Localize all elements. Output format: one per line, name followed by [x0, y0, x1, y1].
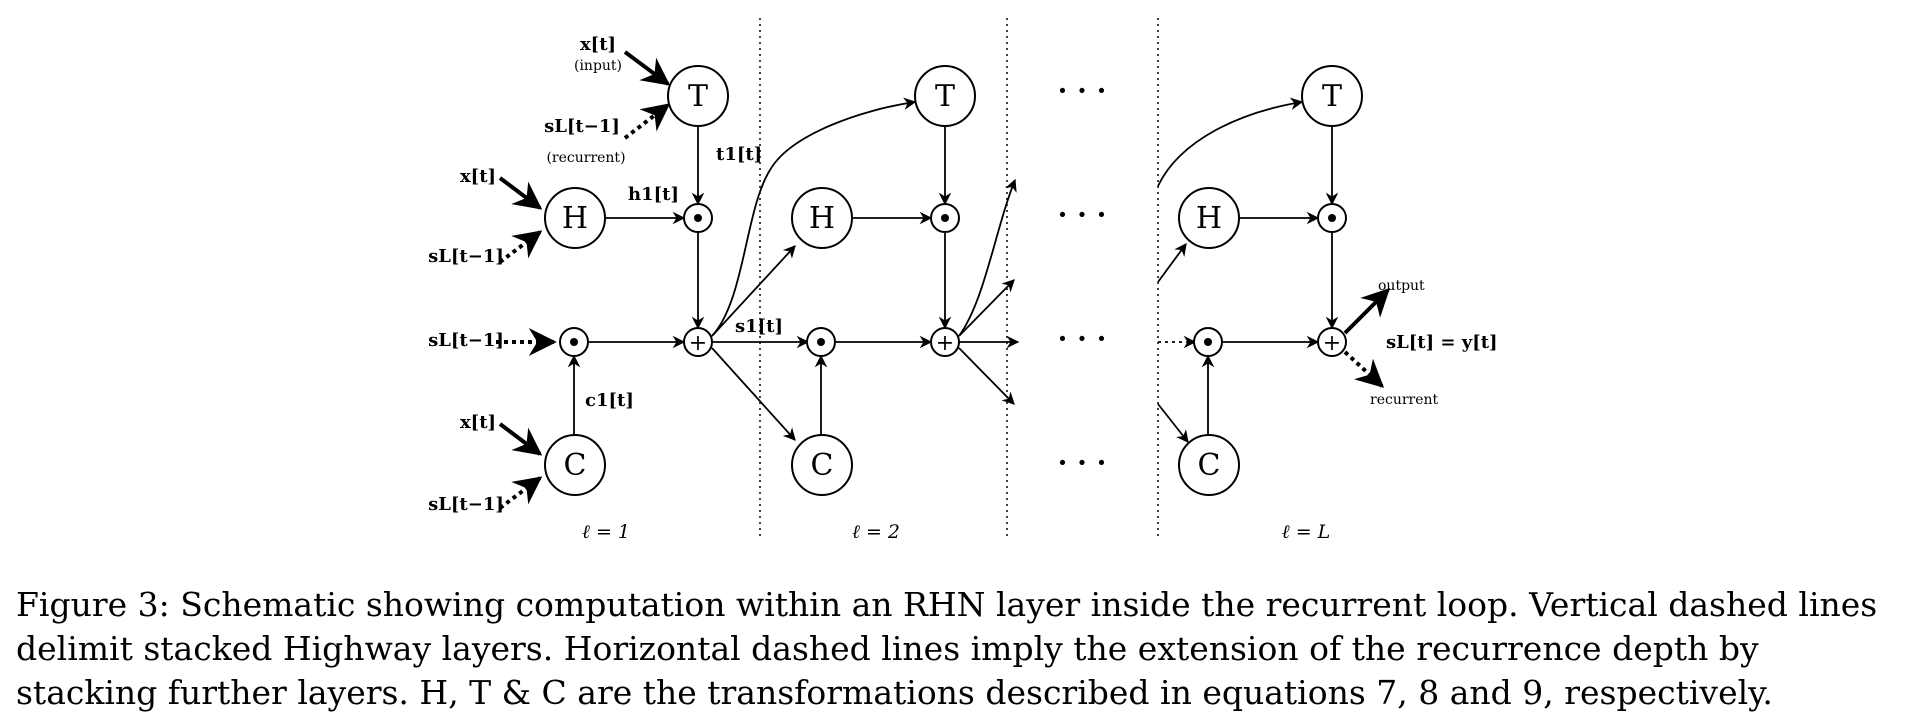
layer-labels: ℓ = 1 ℓ = 2 ℓ = L — [582, 521, 1330, 543]
layer-2 — [814, 126, 1020, 437]
edge-incoming-to-CL — [1157, 403, 1189, 443]
layer-label-L: ℓ = L — [1282, 521, 1331, 543]
label-x-input-H: x[t] — [460, 166, 496, 187]
ellipses: · · · · · · · · · · · · — [1058, 74, 1107, 479]
label-output: output — [1378, 278, 1425, 294]
hidden-node-2 — [791, 187, 853, 249]
edge-incoming-to-HL — [1157, 242, 1187, 283]
plus-node-2 — [930, 327, 960, 357]
plus-label-2: + — [936, 331, 954, 356]
edge-state-to-C2 — [711, 347, 796, 441]
mult-dot-carry-1 — [570, 338, 578, 346]
edge-state2-to-H — [958, 279, 1015, 337]
carry-gate-label-L: C — [1198, 448, 1221, 483]
label-x-input-C: x[t] — [460, 412, 496, 433]
recurrent-output-arrow — [1343, 350, 1385, 388]
labels-edges: t1[t] h1[t] c1[t] s1[t] — [585, 144, 783, 411]
edge-state2-to-C — [958, 347, 1015, 405]
plus-node-L — [1317, 327, 1347, 357]
label-s1: s1[t] — [735, 316, 783, 337]
nodes-layer-1: T H C + — [544, 65, 729, 496]
edge-state-to-H2 — [711, 245, 796, 337]
label-s-recurrent-T: sL[t−1] — [544, 116, 620, 137]
label-h1: h1[t] — [628, 184, 679, 205]
label-s-recurrent-carry: sL[t−1] — [428, 330, 504, 351]
carry-gate-node-1 — [544, 434, 606, 496]
label-final-state: sL[t] = y[t] — [1386, 332, 1498, 353]
hidden-node-1 — [544, 187, 606, 249]
edge-state2-to-T — [958, 178, 1017, 337]
label-recurrent-output: recurrent — [1370, 392, 1439, 408]
recurrent-arrow-s-to-C — [498, 476, 543, 510]
transform-gate-label-1: T — [688, 79, 708, 114]
label-input-note: (input) — [574, 58, 622, 74]
hidden-label-2: H — [809, 201, 835, 236]
carry-gate-label-2: C — [811, 448, 834, 483]
figure-caption: Figure 3: Schematic showing computation … — [16, 583, 1896, 715]
carry-gate-label-1: C — [564, 448, 587, 483]
recurrent-arrow-s-to-H — [498, 230, 543, 264]
transform-gate-node-1 — [667, 65, 729, 127]
rhn-schematic-diagram: T H C + T H C + T H C + — [428, 18, 1498, 543]
label-t1: t1[t] — [716, 144, 762, 165]
hidden-label-1: H — [562, 201, 588, 236]
mult-dot-carry-L — [1204, 338, 1212, 346]
transform-gate-node-2 — [914, 65, 976, 127]
input-arrow-x-to-C — [498, 422, 543, 456]
carry-gate-node-L — [1178, 434, 1240, 496]
input-arrow-x-to-H — [498, 176, 543, 210]
label-s-recurrent-H: sL[t−1] — [428, 246, 504, 267]
mult-dot-hidden-1 — [694, 214, 702, 222]
plus-node-1 — [683, 327, 713, 357]
transform-gate-label-2: T — [935, 79, 955, 114]
plus-label-L: + — [1323, 331, 1341, 356]
hidden-label-L: H — [1196, 201, 1222, 236]
label-c1: c1[t] — [585, 390, 634, 411]
output-arrow — [1343, 288, 1390, 335]
ellipsis-top: · · · — [1058, 74, 1107, 107]
layer-1 — [496, 50, 917, 510]
mult-dot-hidden-L — [1328, 214, 1336, 222]
labels-outputs: output sL[t] = y[t] recurrent — [1370, 278, 1498, 408]
ellipsis-carry: · · · — [1058, 446, 1107, 479]
edge-incoming-to-TL — [1157, 97, 1304, 187]
ellipsis-state: · · · — [1058, 322, 1107, 355]
labels-inputs: x[t] (input) sL[t−1] (recurrent) x[t] sL… — [428, 34, 625, 515]
input-arrow-x-to-T — [623, 50, 671, 86]
hidden-node-L — [1178, 187, 1240, 249]
layer-L — [1157, 97, 1390, 443]
nodes-layer-L: T H C + — [1178, 65, 1363, 496]
edge-state-to-T2 — [711, 97, 917, 337]
carry-gate-node-2 — [791, 434, 853, 496]
mult-dot-hidden-2 — [941, 214, 949, 222]
mult-dot-carry-2 — [817, 338, 825, 346]
recurrent-arrow-s-to-T — [623, 103, 671, 140]
label-x-input-T: x[t] — [580, 34, 616, 55]
transform-gate-label-L: T — [1322, 79, 1342, 114]
ellipsis-hidden: · · · — [1058, 198, 1107, 231]
label-s-recurrent-C: sL[t−1] — [428, 494, 504, 515]
layer-label-2: ℓ = 2 — [852, 521, 900, 543]
label-recurrent-note: (recurrent) — [546, 150, 625, 166]
figure-caption-text: Figure 3: Schematic showing computation … — [16, 585, 1878, 712]
plus-label-1: + — [689, 331, 707, 356]
nodes-layer-2: T H C + — [791, 65, 976, 496]
layer-label-1: ℓ = 1 — [582, 521, 630, 543]
transform-gate-node-L — [1301, 65, 1363, 127]
